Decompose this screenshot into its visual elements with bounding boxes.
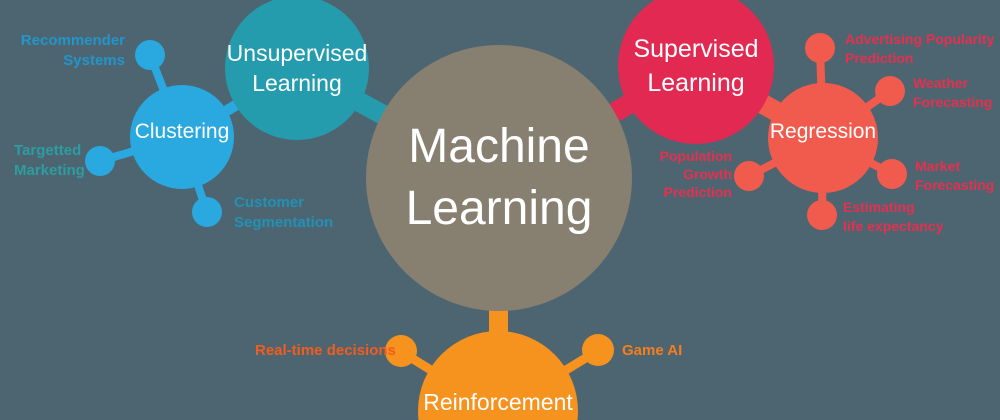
label-population-growth-prediction: Population Growth Prediction (660, 147, 732, 201)
label-weather-line2: Forecasting (913, 94, 993, 110)
label-population-line3: Prediction (663, 184, 732, 200)
machine-learning-node: Machine Learning (366, 45, 632, 311)
label-customer-segmentation: Customer Segmentation (234, 193, 333, 233)
label-targetted-marketing: Targetted Marketing (14, 141, 85, 181)
supervised-learning-node: Supervised Learning (618, 0, 774, 144)
label-advertising-line1: Advertising Popularity (845, 31, 995, 47)
label-market-line1: Market (915, 158, 961, 174)
label-real-time-decisions: Real-time decisions (255, 342, 396, 359)
supervised-label-line2: Learning (647, 69, 745, 97)
machine-learning-label-line1: Machine (408, 120, 590, 173)
clustering-label: Clustering (134, 120, 230, 143)
satellite-dot-targetted (85, 146, 115, 176)
label-population-line2: Growth (683, 166, 732, 182)
label-recommender-line2: Systems (63, 52, 125, 69)
satellite-dot-realtime (385, 335, 417, 367)
supervised-learning-label: Supervised Learning (633, 32, 758, 100)
supervised-label-line1: Supervised (633, 35, 759, 63)
clustering-node: Clustering (130, 85, 234, 189)
satellite-dot-estimating (807, 200, 837, 230)
label-advertising-line2: Prediction (845, 50, 914, 66)
unsupervised-label-line2: Learning (252, 70, 342, 96)
label-weather-forecasting: Weather Forecasting (913, 74, 992, 112)
label-estimating-line1: Estimating (843, 199, 915, 215)
satellite-dot-population (734, 161, 764, 191)
satellite-dot-weather (875, 76, 905, 106)
regression-node: Regression (768, 83, 878, 193)
label-weather-line1: Weather (913, 75, 968, 91)
label-population-line1: Population (659, 148, 732, 164)
label-game-ai: Game AI (622, 342, 683, 359)
unsupervised-learning-label: Unsupervised Learning (227, 38, 368, 98)
label-recommender-systems: Recommender Systems (21, 31, 125, 71)
reinforcement-label: Reinforcement (423, 389, 573, 415)
reinforcement-node: Reinforcement (418, 331, 578, 420)
label-market-line2: Forecasting (915, 177, 995, 193)
satellite-dot-recommender (135, 40, 165, 70)
label-customer-line1: Customer (234, 194, 305, 211)
label-recommender-line1: Recommender (20, 32, 125, 49)
machine-learning-label-line2: Learning (405, 182, 593, 235)
unsupervised-label-line1: Unsupervised (226, 40, 368, 66)
label-customer-line2: Segmentation (234, 214, 334, 231)
machine-learning-label: Machine Learning (406, 116, 593, 240)
unsupervised-learning-node: Unsupervised Learning (225, 0, 369, 140)
label-targetted-line1: Targetted (14, 142, 82, 159)
label-market-forecasting: Market Forecasting (915, 157, 994, 195)
satellite-dot-gameai (582, 334, 614, 366)
label-estimating-line2: life expectancy (843, 218, 944, 234)
label-advertising-popularity-prediction: Advertising Popularity Prediction (845, 30, 994, 68)
satellite-dot-market (877, 159, 907, 189)
label-estimating-life-expectancy: Estimating life expectancy (843, 198, 943, 236)
satellite-dot-customer (192, 197, 222, 227)
label-targetted-line2: Marketing (14, 162, 85, 179)
satellite-dot-advertising (805, 33, 835, 63)
regression-label: Regression (769, 120, 877, 143)
